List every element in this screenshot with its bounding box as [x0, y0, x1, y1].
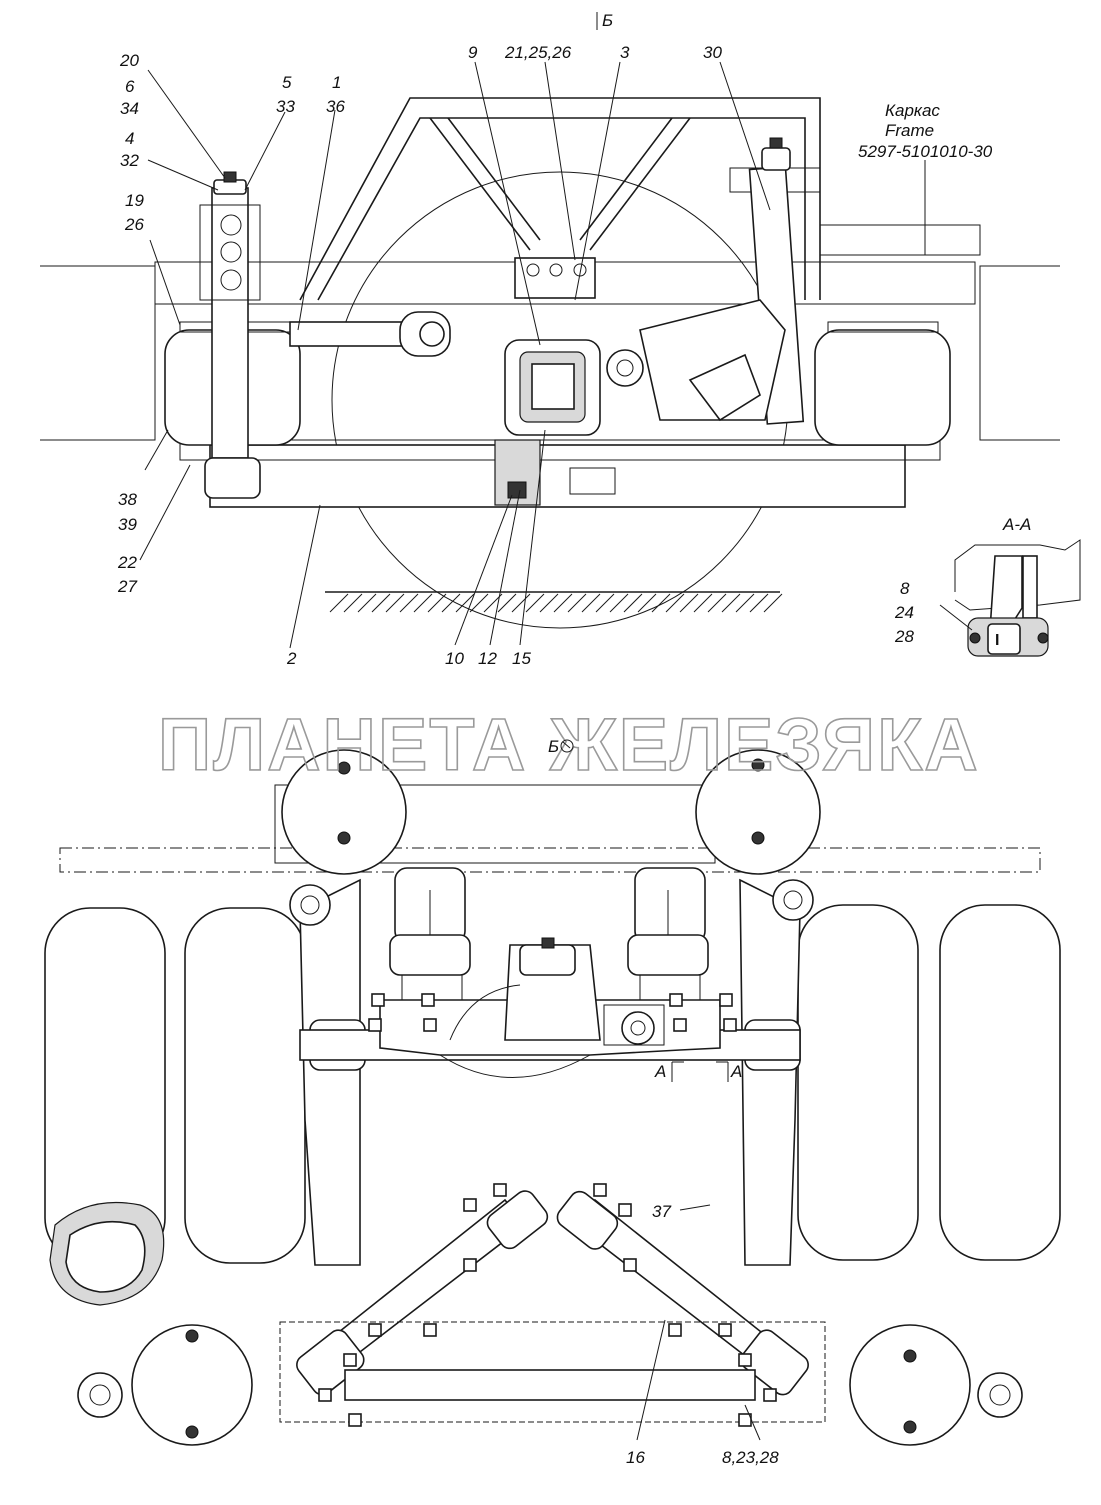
callout-30: 30	[703, 43, 722, 62]
bolt	[318, 1388, 332, 1402]
bolt	[348, 1413, 362, 1427]
wheel-right-outer	[939, 904, 1061, 1261]
bolt	[493, 1183, 507, 1197]
frame-rail-right	[979, 265, 1060, 441]
bolt	[371, 993, 385, 1007]
bolt	[423, 1018, 437, 1032]
v-rod-left	[296, 1190, 549, 1396]
ground-line	[325, 591, 783, 613]
svg-text:I: I	[995, 632, 999, 649]
side-elevation-view	[40, 97, 1060, 629]
callout-34: 34	[120, 99, 139, 118]
callout-12: 12	[478, 649, 497, 668]
section-label: А-А	[1002, 515, 1031, 534]
leader-lines	[139, 12, 973, 1441]
callout-6: 6	[125, 77, 135, 96]
bolt	[421, 993, 435, 1007]
callout-24: 24	[894, 603, 914, 622]
lower-beam	[209, 444, 906, 508]
rear-crossbeam	[344, 1369, 756, 1401]
shock-absorber-left-body	[199, 204, 261, 301]
bolt	[763, 1388, 777, 1402]
v-rod-right	[556, 1190, 809, 1396]
callout-19: 19	[125, 191, 144, 210]
bolt	[463, 1198, 477, 1212]
callout-15: 15	[512, 649, 531, 668]
callout-5: 5	[282, 73, 292, 92]
callout-21-25-26: 21,25,26	[504, 43, 572, 62]
frame-truss	[299, 97, 981, 301]
frame-note-line1: Каркас	[885, 101, 940, 120]
brake-chamber-left	[389, 867, 471, 1001]
frame-rail-left	[40, 265, 156, 441]
callout-38: 38	[118, 490, 137, 509]
bolt	[738, 1353, 752, 1367]
shock-absorber-left	[211, 187, 249, 459]
callout-3: 3	[620, 43, 630, 62]
bolt	[623, 1258, 637, 1272]
callout-16: 16	[626, 1448, 645, 1467]
bolt	[593, 1183, 607, 1197]
callout-4: 4	[125, 129, 134, 148]
view-marker-mid: Б	[548, 737, 559, 756]
callout-8-23-28: 8,23,28	[722, 1448, 779, 1467]
callout-27: 27	[117, 577, 137, 596]
plan-view	[44, 749, 1061, 1446]
wheel-left-inner	[184, 907, 306, 1264]
beam-slot	[569, 467, 616, 495]
bolt	[343, 1353, 357, 1367]
air-spring-right	[814, 329, 951, 446]
callout-labels: Б Б 20 6 34 4 32 19 26 5 33 1 36 9 21,25…	[117, 11, 1031, 1467]
callout-36: 36	[326, 97, 345, 116]
callout-22: 22	[117, 553, 137, 572]
callout-32: 32	[120, 151, 139, 170]
callout-20: 20	[119, 51, 139, 70]
bolt	[718, 1323, 732, 1337]
bolt	[423, 1323, 437, 1337]
rear-crossbeam-outline	[279, 1321, 826, 1423]
wheel-right-inner	[797, 904, 919, 1261]
frame-centerline	[59, 847, 1041, 873]
trailing-arm-right	[739, 878, 801, 1266]
callout-28: 28	[894, 627, 914, 646]
bolt	[618, 1203, 632, 1217]
callout-8: 8	[900, 579, 910, 598]
shock-bracket-left	[204, 457, 261, 499]
air-spring-rear-left	[281, 749, 407, 875]
trailing-arm-left	[299, 878, 361, 1266]
bolt	[669, 993, 683, 1007]
air-spring-rear-right	[695, 749, 821, 875]
frame-note-line3: 5297-5101010-30	[858, 142, 993, 161]
section-a-a: I	[954, 539, 1081, 657]
lower-beam-plate	[179, 439, 941, 461]
section-mark-right: А	[730, 1062, 742, 1081]
torque-rod-upper	[289, 311, 451, 357]
bolt	[368, 1323, 382, 1337]
air-spring-front-right	[849, 1324, 971, 1446]
bolt	[719, 993, 733, 1007]
watermark: ПЛАНЕТА ЖЕЛЕЗЯКА	[158, 703, 980, 786]
differential	[449, 937, 665, 1046]
bolt	[668, 1323, 682, 1337]
callout-1: 1	[332, 73, 341, 92]
callout-33: 33	[276, 97, 295, 116]
callout-10: 10	[445, 649, 464, 668]
bolt	[673, 1018, 687, 1032]
bolt	[463, 1258, 477, 1272]
callout-2: 2	[286, 649, 297, 668]
brake-chamber-right	[627, 867, 709, 1001]
callout-37: 37	[652, 1202, 671, 1221]
view-marker-top: Б	[602, 11, 613, 30]
bolt	[723, 1018, 737, 1032]
section-mark-left: А	[654, 1062, 666, 1081]
frame-note-line2: Frame	[885, 121, 934, 140]
bolt	[368, 1018, 382, 1032]
callout-9: 9	[468, 43, 478, 62]
callout-39: 39	[118, 515, 137, 534]
air-spring-front-left	[131, 1324, 253, 1446]
callout-26: 26	[124, 215, 144, 234]
